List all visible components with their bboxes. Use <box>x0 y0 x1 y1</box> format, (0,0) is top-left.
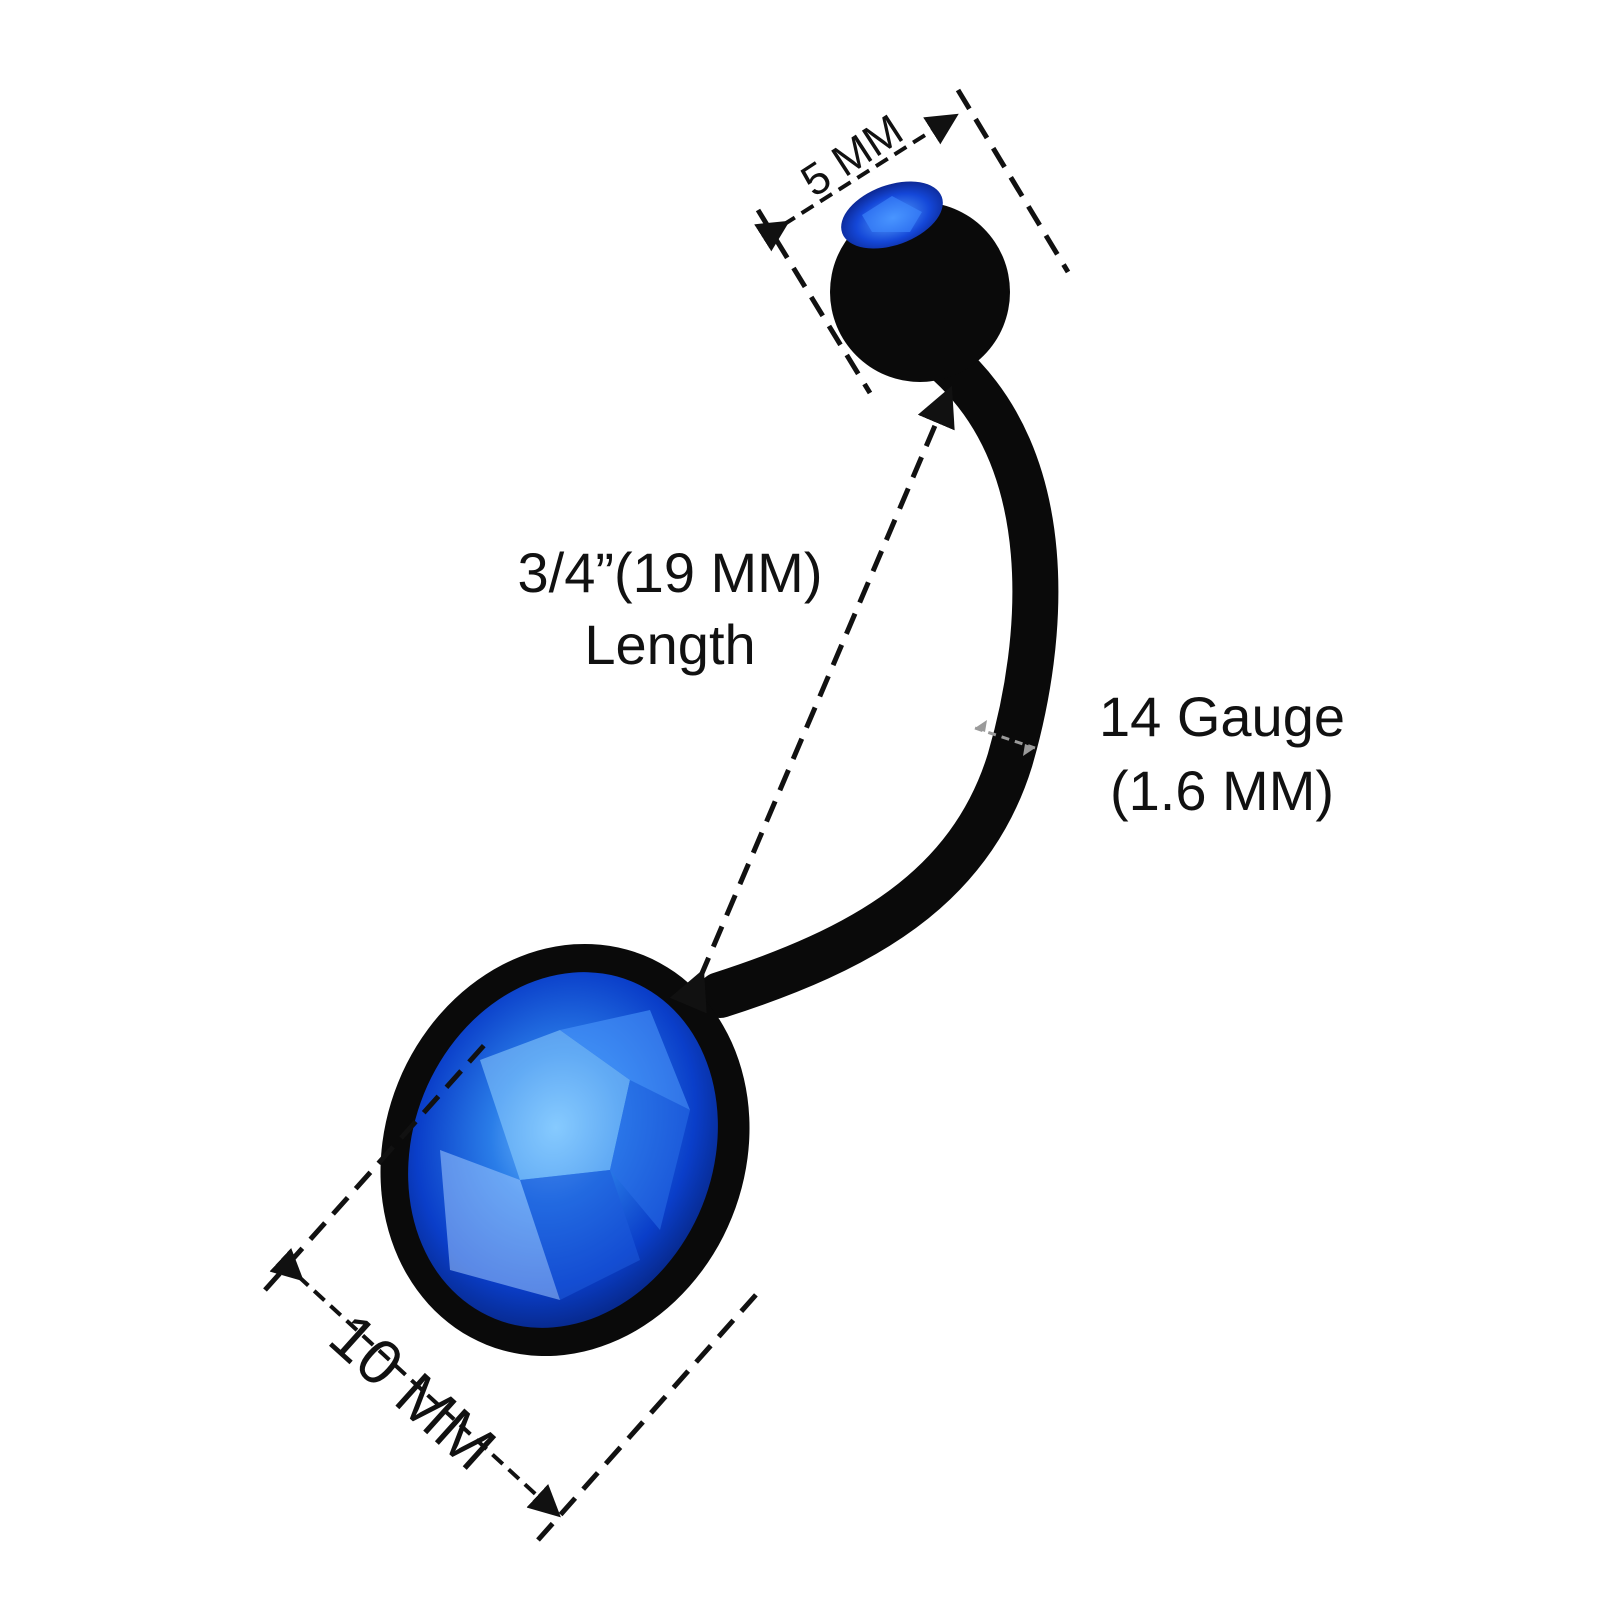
length-label-line2: Length <box>584 613 755 676</box>
gauge-label-line1: 14 Gauge <box>1099 685 1345 748</box>
gauge-label-line2: (1.6 MM) <box>1110 759 1334 822</box>
length-guide: 3/4”(19 MM) Length <box>518 385 955 1014</box>
length-label-line1: 3/4”(19 MM) <box>518 541 823 604</box>
gauge-guide: 14 Gauge (1.6 MM) <box>974 685 1345 822</box>
top-ball <box>830 181 1010 382</box>
barbell-shaft <box>697 337 1059 1018</box>
